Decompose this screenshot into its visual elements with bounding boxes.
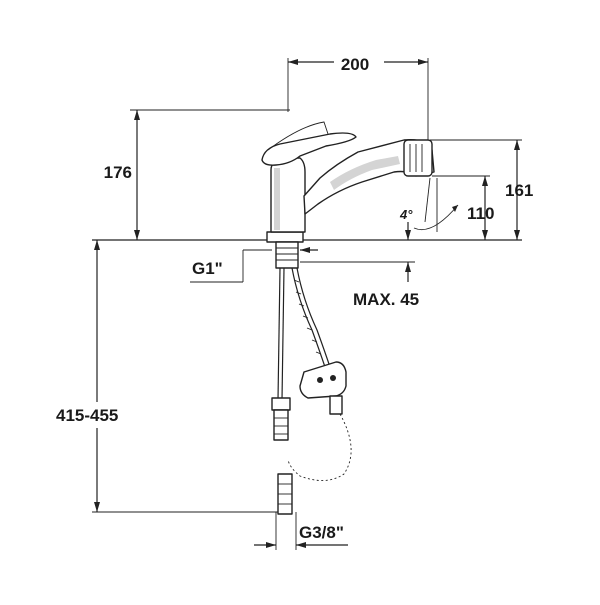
supply-hose <box>277 267 281 401</box>
spout-reach-label: 110 <box>467 204 494 223</box>
max-thickness-label: MAX. 45 <box>353 290 419 309</box>
swivel-angle-label: 4° <box>399 207 413 222</box>
spout-highlight <box>330 156 400 190</box>
threaded-shank <box>275 241 299 269</box>
dimension-height-spout: 161 <box>430 139 533 240</box>
pullout-hose <box>291 267 327 371</box>
thread-main-label: G1" <box>192 259 223 278</box>
faucet-body <box>261 121 435 243</box>
hose-fitting-body <box>273 409 289 441</box>
dimension-max-thickness: MAX. 45 <box>300 222 419 309</box>
base-flange <box>266 231 304 243</box>
thread-hose-label: G3/8" <box>299 523 344 542</box>
hose-length-label: 415-455 <box>56 406 118 425</box>
height-lever-label: 176 <box>104 163 132 182</box>
dimension-spout-reach: 110 <box>432 175 494 240</box>
hose-loop-dotted <box>287 413 352 481</box>
lever-raised-outline <box>267 121 329 151</box>
dimension-width-top: 200 <box>287 50 429 140</box>
width-top-label: 200 <box>341 55 369 74</box>
under-counter-assembly <box>271 241 352 515</box>
spray-head <box>403 139 433 177</box>
callout-thread-main: G1" <box>190 247 318 283</box>
hose-fitting-upper <box>271 397 291 411</box>
callout-thread-hose: G3/8" <box>254 512 348 550</box>
weight-screw-right <box>330 375 336 381</box>
body-highlight <box>274 168 280 230</box>
dimension-swivel-angle: 4° <box>399 177 459 232</box>
dimension-hose-length: 415-455 <box>55 240 290 513</box>
height-spout-label: 161 <box>505 181 533 200</box>
weight-screw-left <box>317 377 323 383</box>
dimension-height-lever: 176 <box>104 109 290 240</box>
lever-handle <box>261 132 357 166</box>
hose-connector-lower <box>329 395 343 415</box>
